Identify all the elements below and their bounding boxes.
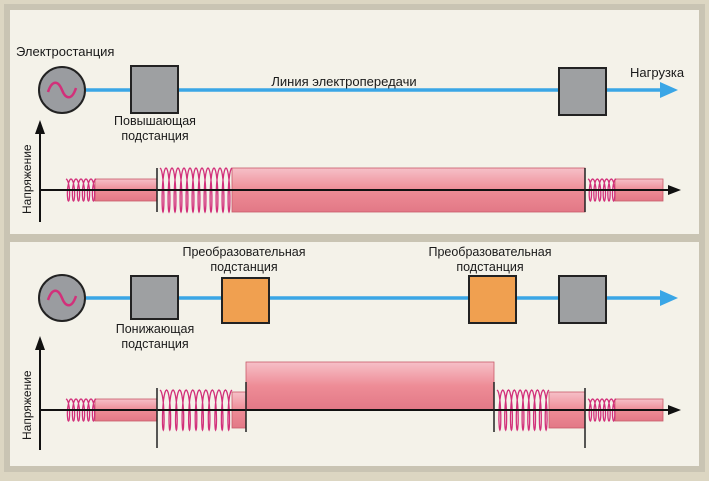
step-down-label-line1: Понижающая	[116, 322, 195, 336]
step-up-substation-icon	[130, 65, 179, 114]
converter1-label-line2: подстанция	[210, 260, 277, 274]
bottom-ac-coil-4	[587, 398, 617, 422]
top-length-axis-arrow	[668, 185, 681, 195]
converter-substation-2-icon	[468, 275, 517, 324]
power-plant-icon-2	[38, 274, 86, 322]
converter-substation-1-icon	[221, 277, 270, 324]
bottom-ac-coil-3	[496, 389, 550, 432]
top-voltage-graph: Напряжение	[20, 120, 681, 222]
first-substation-icon	[130, 275, 179, 320]
bottom-voltage-axis-arrow	[35, 336, 45, 350]
bottom-ac-coil-2	[159, 389, 233, 432]
dc-transmission-panel: Понижающая подстанция Преобразовательная…	[20, 245, 681, 450]
load-arrowhead-2	[660, 290, 678, 306]
step-up-label-line1: Повышающая	[114, 114, 196, 128]
ac-transmission-panel: Электростанция Повышающая подстанция Лин…	[16, 44, 685, 222]
converter2-label-line1: Преобразовательная	[428, 245, 551, 259]
power-plant-label: Электростанция	[16, 44, 114, 59]
top-voltage-axis-label: Напряжение	[20, 144, 34, 214]
ac-wave-icon-2	[46, 289, 78, 307]
load-arrowhead	[660, 82, 678, 98]
step-up-label-line2: подстанция	[121, 129, 188, 143]
end-substation-icon	[558, 67, 607, 116]
step-down-label-line2: подстанция	[121, 337, 188, 351]
transmission-line-label: Линия электропередачи	[271, 74, 416, 89]
top-voltage-axis-arrow	[35, 120, 45, 134]
bottom-voltage-band-dc	[245, 361, 495, 411]
load-label: Нагрузка	[630, 65, 685, 80]
power-plant-icon	[38, 66, 86, 114]
ac-wave-icon	[46, 81, 78, 99]
end-substation-icon-2	[558, 275, 607, 324]
converter1-label-line1: Преобразовательная	[182, 245, 305, 259]
converter2-label-line2: подстанция	[456, 260, 523, 274]
top-ac-coil-1	[65, 178, 97, 202]
panel-divider	[10, 234, 699, 242]
bottom-voltage-graph: Напряжение	[20, 336, 681, 450]
top-ac-coil-2	[159, 167, 233, 214]
bottom-ac-coil-1	[65, 398, 97, 422]
bottom-length-axis-arrow	[668, 405, 681, 415]
bottom-voltage-axis-label: Напряжение	[20, 370, 34, 440]
top-ac-coil-3	[587, 178, 617, 202]
